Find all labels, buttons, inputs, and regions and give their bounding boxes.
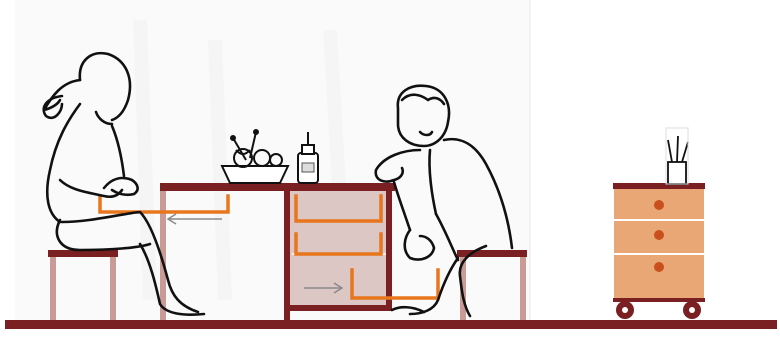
cabinet-knob bbox=[654, 230, 664, 240]
floor-line bbox=[5, 320, 777, 329]
desk-drawer-unit bbox=[288, 191, 390, 309]
rolling-cabinet bbox=[613, 183, 705, 319]
caster-wheel bbox=[616, 301, 634, 319]
pencil-cup-icon bbox=[666, 128, 688, 184]
cabinet-knob bbox=[654, 262, 664, 272]
background-panels bbox=[15, 0, 530, 320]
caster-wheel bbox=[683, 301, 701, 319]
cabinet-knob bbox=[654, 200, 664, 210]
